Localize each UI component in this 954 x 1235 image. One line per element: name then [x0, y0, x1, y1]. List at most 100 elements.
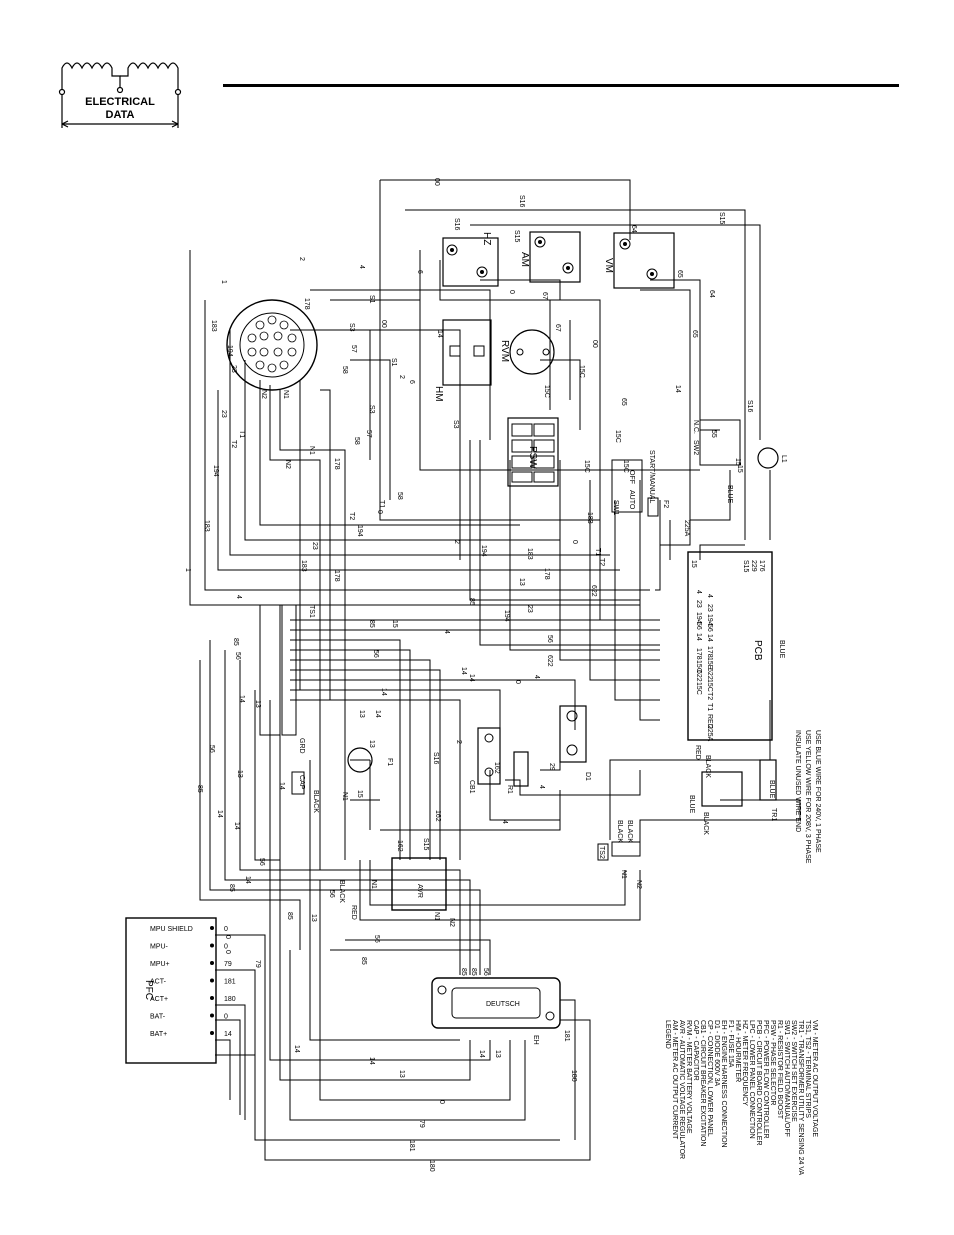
wire-label: S16	[453, 218, 460, 231]
pcb-pin-label: 622	[706, 668, 713, 680]
wire-label: 15C	[614, 430, 621, 443]
pfc-terminal: BAT+	[150, 1031, 167, 1038]
wire-run	[215, 969, 560, 1141]
wire-label: 85	[196, 785, 203, 793]
ts2-label: TS2	[598, 846, 605, 859]
wire-run	[279, 720, 471, 1081]
wiring-note: INSULATE UNUSED WIRE END	[794, 730, 801, 832]
wire-label: BLACK	[338, 880, 345, 903]
pfc-terminal-pin	[210, 943, 214, 948]
wire-label: 56	[482, 968, 489, 976]
wire-label: 2	[453, 540, 460, 544]
wire-run	[405, 209, 746, 540]
wiring-note: USE YELLOW WIRE FOR 208V, 3 PHASE	[804, 730, 811, 864]
pcb-pin-label: 225A	[706, 725, 713, 742]
wire-label: 13	[254, 700, 261, 708]
wire-label: 67	[541, 292, 548, 300]
wire-run	[559, 460, 660, 661]
wire-label: 14	[380, 688, 387, 696]
wire-label: 622	[590, 585, 597, 597]
wire-label: N1	[341, 792, 348, 801]
wire-label: 14	[278, 782, 285, 790]
wire-label: 58	[396, 492, 403, 500]
wire-label: 15C	[578, 365, 585, 378]
wire-run	[489, 770, 560, 821]
wire-run	[290, 649, 411, 860]
wire-run	[229, 330, 610, 556]
pfc-wire-number: 0	[224, 1014, 228, 1021]
wire-run	[655, 500, 661, 591]
wire-label: 85	[368, 620, 375, 628]
wire-label: BLUE	[778, 640, 785, 659]
capacitor: CAP GRD	[291, 738, 305, 795]
wire-run	[470, 224, 761, 440]
legend-item: VM - METER AC OUTPUT VOLTAGE	[811, 1020, 818, 1137]
wire-label: 4	[443, 630, 450, 634]
wire-label: 56	[208, 745, 215, 753]
wire-label: 85	[286, 912, 293, 920]
wire-label: BLUE	[768, 780, 775, 799]
wire-label: 85	[228, 884, 235, 892]
sw1-label: SW1	[612, 500, 619, 515]
pcb-pin-label: 194	[706, 614, 713, 626]
wire-label: 4	[695, 590, 702, 594]
wire-run	[614, 500, 660, 701]
wire-label: 56	[546, 635, 553, 643]
wire-label: 194	[226, 345, 233, 357]
hz-meter: HZ	[442, 232, 499, 287]
wire-run	[480, 279, 561, 300]
wire-label: S3	[348, 323, 355, 332]
wire-label: T1	[594, 548, 601, 556]
wire-label: N1	[282, 390, 289, 399]
wire-run	[290, 699, 461, 860]
wire-label: 194	[503, 610, 510, 622]
wire-label: 14	[478, 1050, 485, 1058]
wire-run	[290, 669, 441, 860]
wire-label: 85	[468, 598, 475, 606]
wire-label: BLACK	[702, 812, 709, 835]
wire-run	[215, 1019, 241, 1115]
wire-label: 64	[708, 290, 715, 298]
wire-run	[319, 880, 511, 1101]
wire-label: 85	[460, 968, 467, 976]
wire-run	[340, 329, 371, 460]
wire-label: 194	[480, 545, 487, 557]
pfc-wire-number: 14	[224, 1031, 232, 1038]
wire-label: 23	[695, 600, 702, 608]
wire-label: 56	[695, 622, 702, 630]
legend-item: SW2 - SWITCH SET EXERCISE	[790, 1020, 797, 1122]
wire-label: BLACK	[704, 755, 711, 778]
wire-label: 1	[184, 568, 191, 572]
wire-label: 14	[368, 1057, 375, 1065]
wire-label: 622	[695, 670, 702, 682]
wire-label: 178	[695, 648, 702, 660]
wire-label: 57	[365, 430, 372, 438]
wire-label: 13	[368, 740, 375, 748]
wire-label: 2	[398, 375, 405, 379]
deutsch-connector: DEUTSCH EH	[431, 977, 561, 1045]
wire-label: S1	[368, 295, 375, 304]
wire-label: 14	[695, 633, 702, 641]
wire-label: T2	[348, 512, 355, 520]
legend-item: AVR - AUTOMATIC VOLTAGE REGULATOR	[678, 1020, 685, 1159]
wire-label: 15C	[622, 460, 629, 473]
f2-fuse: F2	[647, 497, 669, 517]
wire-label: 180	[428, 1160, 435, 1172]
wire-label: 14	[293, 1045, 300, 1053]
wire-label: 0	[224, 935, 231, 939]
grd-label: GRD	[298, 738, 305, 754]
wire-label: 15C	[695, 660, 702, 673]
rvm-label: RVM	[499, 340, 510, 362]
pcb-pin-label: 56	[706, 624, 713, 632]
wire-label: 14	[460, 667, 467, 675]
wire-label: 181	[563, 1030, 570, 1042]
pcb-pin-label: 4	[706, 594, 713, 598]
logo-label: ELECTRICAL DATA	[58, 96, 182, 122]
harness-connector	[226, 299, 318, 391]
wire-run	[259, 380, 520, 526]
wire-label: 85	[232, 638, 239, 646]
wire-label: 29	[548, 763, 555, 771]
wire-label: 4	[235, 595, 242, 599]
wire-label-layer: 00S16S156465S16S152461S100S3575814067671…	[184, 178, 785, 1172]
